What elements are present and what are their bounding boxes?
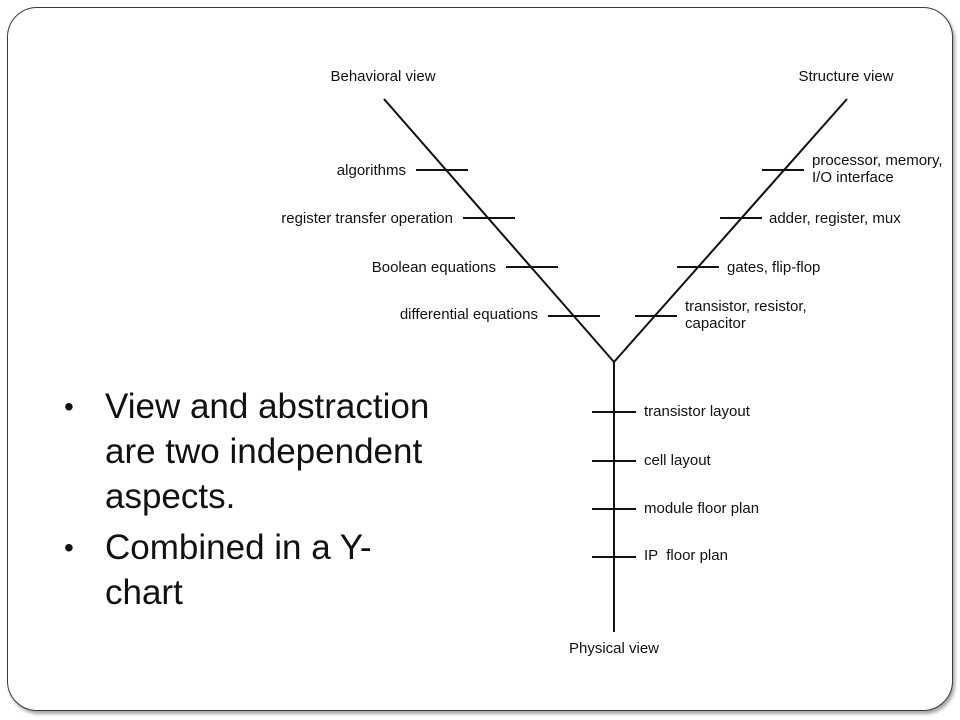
behavioral-level-label: Boolean equations: [372, 259, 496, 276]
slide-frame: [7, 7, 953, 711]
structure-level-line: processor, memory,: [812, 152, 943, 169]
bullet-line: are two independent: [105, 432, 423, 471]
physical-level-label: transistor layout: [644, 403, 751, 420]
bullet-line: View and abstraction: [105, 387, 430, 426]
physical-view-label: Physical view: [569, 640, 659, 657]
structure-level-line: I/O interface: [812, 169, 894, 186]
behavioral-view-label: Behavioral view: [330, 68, 435, 85]
structure-view-label: Structure view: [798, 68, 893, 85]
structure-level-label: processor, memory,I/O interface: [812, 152, 943, 186]
bullet-dot-icon: •: [64, 391, 74, 422]
behavioral-level-label: differential equations: [400, 306, 538, 323]
bullet-dot-icon: •: [64, 532, 74, 563]
physical-level-label: IP floor plan: [644, 547, 728, 564]
structure-level-line: transistor, resistor,: [685, 298, 807, 315]
bullet-item: • View and abstraction are two independe…: [64, 384, 484, 519]
bullet-line: Combined in a Y-: [105, 528, 372, 567]
structure-level-label: gates, flip-flop: [727, 259, 820, 276]
bullet-line: aspects.: [105, 477, 236, 516]
structure-level-label: adder, register, mux: [769, 210, 901, 227]
bullet-line: chart: [105, 573, 183, 612]
physical-level-label: cell layout: [644, 452, 712, 469]
bullet-list: • View and abstraction are two independe…: [64, 384, 484, 621]
physical-level-label: module floor plan: [644, 500, 759, 517]
structure-level-line: capacitor: [685, 315, 746, 332]
structure-level-label: transistor, resistor,capacitor: [685, 298, 807, 332]
behavioral-level-label: register transfer operation: [281, 210, 453, 227]
structure-axis: [613, 98, 848, 363]
bullet-item: • Combined in a Y- chart: [64, 525, 484, 615]
behavioral-level-label: algorithms: [337, 162, 406, 179]
behavioral-axis: [383, 98, 615, 363]
